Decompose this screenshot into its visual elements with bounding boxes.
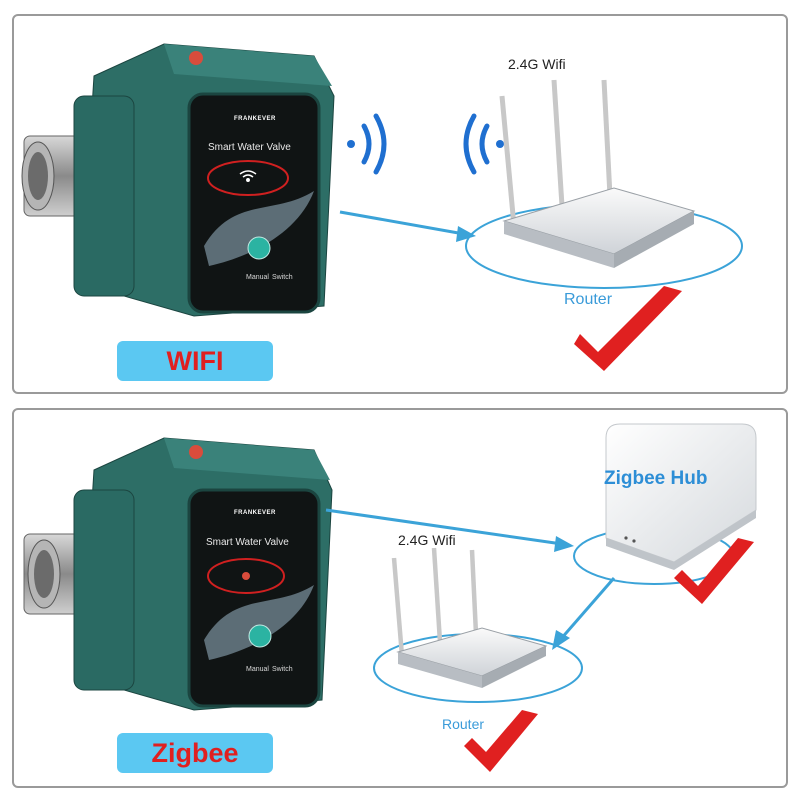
arrow-valve-to-hub [325, 508, 574, 552]
router-label: Router [564, 291, 613, 308]
valve-switch-label: Switch [272, 666, 293, 673]
zigbee-mode-badge: Zigbee [117, 733, 273, 773]
arrow-hub-to-router [552, 577, 616, 650]
wireless-signal-right-icon [463, 113, 504, 175]
valve-manual-label: Manual [246, 274, 269, 281]
zigbee-indicator-highlight [207, 558, 285, 594]
hub-check-icon [674, 538, 754, 604]
zigbee-panel: FRANKEVER Smart Water Valve Manual Switc… [12, 408, 788, 788]
valve-brand: FRANKEVER [234, 116, 276, 122]
zigbee-hub-icon [605, 423, 757, 570]
valve-pipe-fitting [23, 533, 85, 615]
wifi-indicator-icon [239, 170, 257, 182]
valve-body [73, 43, 335, 317]
valve-title: Smart Water Valve [206, 537, 289, 548]
router-label: Router [442, 716, 485, 732]
valve-pipe-fitting [21, 135, 85, 217]
router-icon [391, 547, 548, 688]
router-check-icon [574, 286, 682, 371]
network-label: 2.4G Wifi [508, 56, 566, 72]
valve-switch-label: Switch [272, 274, 293, 281]
router-check-icon [464, 710, 538, 772]
wifi-panel: FRANKEVER Smart Water Valve Manual Switc… [12, 14, 788, 394]
wireless-signal-left-icon [347, 113, 387, 175]
network-label: 2.4G Wifi [398, 532, 456, 548]
zigbee-panel-graphics [23, 423, 757, 772]
zigbee-hub-label: Zigbee Hub [604, 468, 708, 489]
wifi-panel-graphics [21, 43, 743, 371]
wifi-indicator-highlight [207, 160, 289, 196]
valve-brand: FRANKEVER [234, 510, 276, 516]
router-icon [499, 79, 696, 268]
zigbee-indicator-icon [242, 572, 250, 580]
valve-body [73, 437, 333, 711]
valve-manual-label: Manual [246, 666, 269, 673]
arrow-valve-to-router [339, 210, 476, 242]
valve-title: Smart Water Valve [208, 142, 291, 153]
wifi-mode-badge: WIFI [117, 341, 273, 381]
